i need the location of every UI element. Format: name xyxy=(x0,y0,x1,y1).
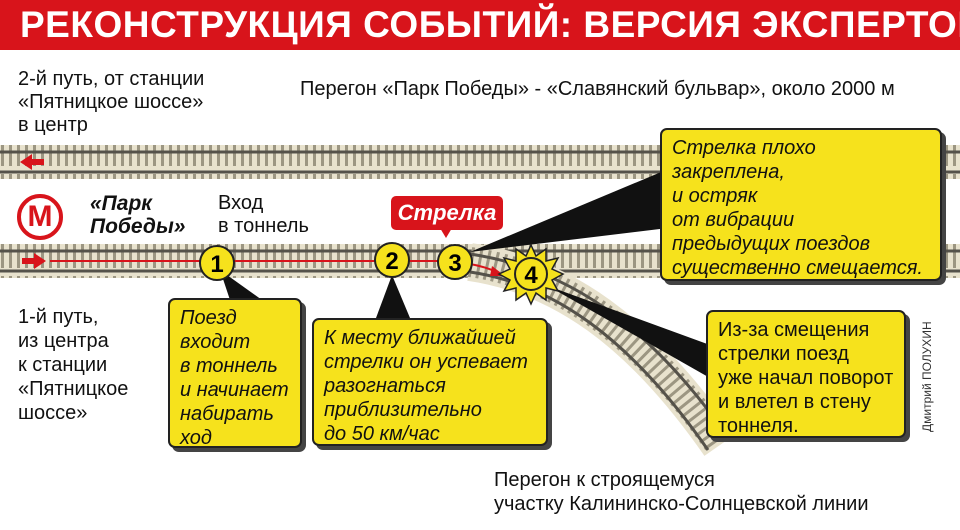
callout-3: Стрелка плохо закреплена, и остряк от ви… xyxy=(660,128,942,281)
marker-3 xyxy=(437,244,473,280)
branch-label: Перегон к строящемуся участку Калининско… xyxy=(494,469,869,515)
tunnel-entry-label: Вход в тоннель xyxy=(218,192,309,237)
section-label: Перегон «Парк Победы» - «Славянский буль… xyxy=(300,78,895,100)
track-1-label: 1-й путь, из центра к станции «Пятницкое… xyxy=(18,306,129,424)
marker-2 xyxy=(374,242,410,278)
pointer-4 xyxy=(548,286,710,378)
pointer-1 xyxy=(220,270,262,300)
marker-1 xyxy=(199,245,235,281)
callout-2-text: К месту ближайшей стрелки он успевает ра… xyxy=(324,327,528,445)
pointer-2 xyxy=(376,275,410,318)
station-name: «Парк Победы» xyxy=(90,192,186,238)
marker-1-label: 1 xyxy=(210,251,223,278)
pointer-3 xyxy=(470,170,668,252)
callout-1-text: Поезд входит в тоннель и начинает набира… xyxy=(180,307,289,449)
marker-3-label: 3 xyxy=(448,250,461,277)
marker-2-label: 2 xyxy=(385,248,398,275)
callout-1: Поезд входит в тоннель и начинает набира… xyxy=(168,298,302,449)
track-2-label: 2-й путь, от станции «Пятницкое шоссе» в… xyxy=(18,68,205,136)
callout-3-text: Стрелка плохо закреплена, и остряк от ви… xyxy=(672,137,923,279)
switch-label: Стрелка xyxy=(391,196,503,230)
direction-arrow-icon xyxy=(22,253,46,269)
direction-arrow-icon xyxy=(20,154,44,170)
title-bar: РЕКОНСТРУКЦИЯ СОБЫТИЙ: ВЕРСИЯ ЭКСПЕРТОВ xyxy=(0,0,960,50)
marker-4-label: 4 xyxy=(524,262,538,289)
switch-pointer xyxy=(440,228,452,238)
page-title: РЕКОНСТРУКЦИЯ СОБЫТИЙ: ВЕРСИЯ ЭКСПЕРТОВ xyxy=(20,4,960,45)
marker-4 xyxy=(514,257,548,291)
author-credit: Дмитрий ПОЛУХИН xyxy=(920,321,934,432)
metro-icon: М xyxy=(17,194,63,240)
callout-2: К месту ближайшей стрелки он успевает ра… xyxy=(312,318,548,446)
callout-4: Из-за смещения стрелки поезд уже начал п… xyxy=(706,310,906,438)
callout-4-text: Из-за смещения стрелки поезд уже начал п… xyxy=(718,319,894,437)
